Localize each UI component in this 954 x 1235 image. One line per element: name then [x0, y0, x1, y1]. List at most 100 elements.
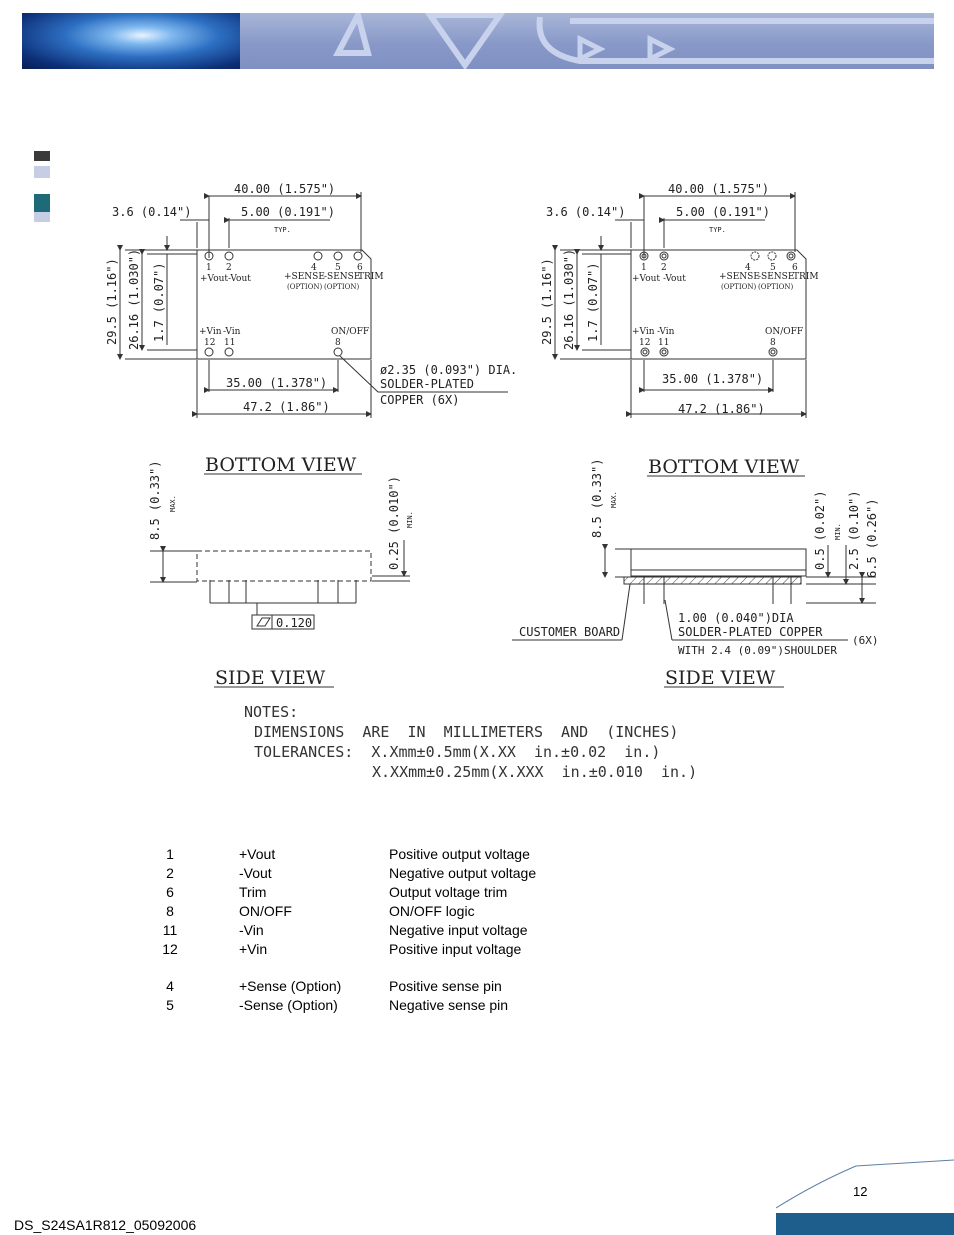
banner-image	[22, 13, 240, 69]
page-number: 12	[853, 1184, 868, 1199]
notes-line: X.XXmm±0.25mm(X.XXX in.±0.010 in.)	[372, 763, 698, 781]
callout-line: SOLDER-PLATED	[380, 377, 474, 391]
dim-bottom-pitch: 35.00 (1.378")	[226, 376, 327, 390]
dim-pin-offset: 3.6 (0.14")	[546, 205, 625, 219]
callout-line: ø2.35 (0.093") DIA.	[380, 363, 517, 377]
document-id: DS_S24SA1R812_05092006	[14, 1217, 197, 1233]
pin-number: 8	[335, 338, 341, 348]
pin-number: 4	[745, 263, 751, 273]
pin-label: -Vout	[663, 274, 686, 284]
right-side-view	[512, 544, 876, 641]
option-label: (OPTION)	[324, 283, 359, 291]
pin-number: 12	[204, 338, 215, 348]
dim-bottom-total: 47.2 (1.86")	[678, 402, 765, 416]
pin-func: -Vout	[239, 865, 272, 881]
pin-desc: Negative sense pin	[389, 997, 509, 1013]
pin-func: -Sense (Option)	[239, 997, 338, 1013]
pin-number: 1	[641, 263, 647, 273]
pin-func: +Vout	[239, 846, 276, 862]
dim-top: 40.00 (1.575")	[234, 182, 335, 196]
pin-num: 5	[166, 997, 174, 1013]
side-view-title: SIDE VIEW	[215, 667, 326, 689]
pin-note-count: (6X)	[852, 634, 879, 647]
pin-num: 4	[166, 978, 174, 994]
side-height: 8.5 (0.33")	[148, 461, 162, 540]
pin-note: SOLDER-PLATED COPPER	[678, 625, 823, 639]
pin-note: 1.00 (0.040")DIA	[678, 611, 794, 625]
pin-func: -Vin	[239, 922, 264, 938]
dim-pitch: 5.00 (0.191")	[241, 205, 335, 219]
callout-line: COPPER (6X)	[380, 393, 459, 407]
customer-board: CUSTOMER BOARD	[519, 625, 620, 639]
pin-number: 11	[224, 338, 235, 348]
pin-num: 1	[166, 846, 174, 862]
pin-label: +SENSE	[284, 272, 325, 282]
footer-swoosh	[776, 1159, 954, 1209]
pin-number: 1	[206, 263, 212, 273]
dimension-notes: NOTES: DIMENSIONS ARE IN MILLIMETERS AND…	[244, 702, 697, 782]
header-banner	[22, 13, 934, 69]
pin-num: 12	[162, 941, 178, 957]
notes-title: NOTES:	[244, 703, 299, 721]
pin-num: 2	[166, 865, 174, 881]
notes-line: DIMENSIONS ARE IN MILLIMETERS AND (INCHE…	[254, 723, 679, 741]
bottom-view-title: BOTTOM VIEW	[648, 456, 800, 478]
pin-label: ON/OFF	[331, 327, 369, 337]
pin-number: 4	[311, 263, 317, 273]
dim-height-total: 29.5 (1.16")	[105, 258, 119, 345]
section-marker	[34, 194, 50, 212]
pin-number: 6	[792, 263, 798, 273]
pin-label: +SENSE	[719, 272, 760, 282]
option-label: (OPTION)	[287, 283, 322, 291]
right-bottom-view	[552, 192, 807, 418]
section-marker	[34, 151, 50, 161]
pin-label: -Vout	[228, 274, 251, 284]
side-min: MIN.	[406, 511, 414, 528]
pin-number: 2	[226, 263, 232, 273]
pin-number: 5	[770, 263, 776, 273]
section-marker	[34, 166, 50, 178]
typ-label: TYP.	[709, 226, 726, 234]
option-label: (OPTION)	[721, 283, 756, 291]
pin-label: +Vin	[199, 327, 222, 337]
notes-line: TOLERANCES: X.Xmm±0.5mm(X.XX in.±0.02 in…	[254, 743, 661, 761]
pin-number: 8	[770, 338, 776, 348]
dim-pitch: 5.00 (0.191")	[676, 205, 770, 219]
side-view-title: SIDE VIEW	[665, 667, 776, 689]
option-label: (OPTION)	[758, 283, 793, 291]
pin-number: 6	[357, 263, 363, 273]
dim-height-edge: 1.7 (0.07")	[586, 263, 600, 342]
pin-func: +Vin	[239, 941, 268, 957]
pin-label: -Vin	[223, 327, 241, 337]
pin-label: ON/OFF	[765, 327, 803, 337]
bottom-view-title: BOTTOM VIEW	[205, 454, 357, 476]
dim-pin-offset: 3.6 (0.14")	[112, 205, 191, 219]
pin-label: -Vin	[657, 327, 675, 337]
pin-label: +Vout	[200, 274, 228, 284]
pin-desc: Positive output voltage	[389, 846, 530, 862]
section-marker	[34, 212, 50, 222]
left-bottom-labels: 40.00 (1.575") 3.6 (0.14") 5.00 (0.191")…	[105, 182, 517, 414]
pin-num: 6	[166, 884, 174, 900]
side-min: MIN.	[834, 523, 842, 540]
pin-num: 11	[162, 922, 178, 938]
left-side-view	[150, 540, 410, 630]
dim-height-pins: 26.16 (1.030")	[562, 249, 576, 350]
dim-height-total: 29.5 (1.16")	[540, 258, 554, 345]
pin-desc: ON/OFF logic	[389, 903, 475, 919]
dim-height-pins: 26.16 (1.030")	[127, 249, 141, 350]
dim-bottom-total: 47.2 (1.86")	[243, 400, 330, 414]
dim-top: 40.00 (1.575")	[668, 182, 769, 196]
pin-func: Trim	[239, 884, 267, 900]
footer-bar	[776, 1213, 954, 1235]
side-d3: 6.5 (0.26")	[865, 499, 879, 578]
pin-num: 8	[166, 903, 174, 919]
pin-number: 2	[661, 263, 667, 273]
pin-note: WITH 2.4 (0.09")SHOULDER	[678, 644, 837, 657]
side-clearance: 0.25 (0.010")	[387, 476, 401, 570]
pin-desc: Positive sense pin	[389, 978, 502, 994]
side-d2: 2.5 (0.10")	[847, 491, 861, 570]
side-d1: 0.5 (0.02")	[813, 491, 827, 570]
pin-label: -SENSE	[324, 272, 360, 282]
mechanical-drawing: 40.00 (1.575") 3.6 (0.14") 5.00 (0.191")…	[105, 182, 879, 689]
